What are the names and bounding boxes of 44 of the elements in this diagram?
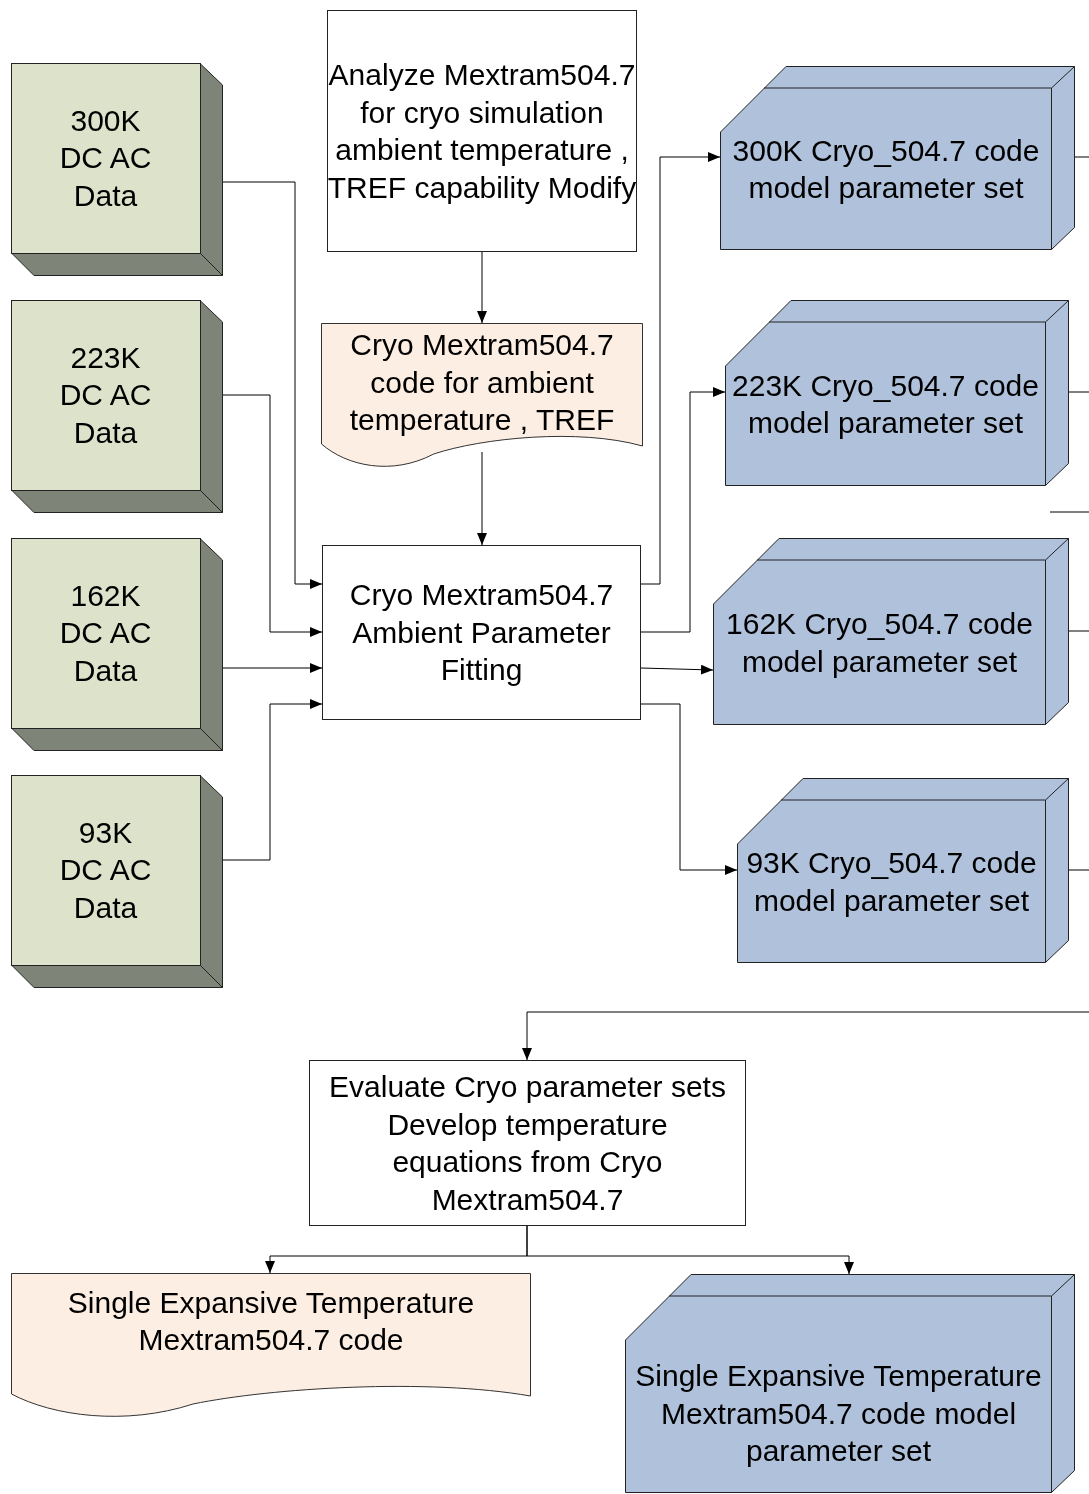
node-label: 223K DC AC Data bbox=[58, 339, 153, 451]
parameter-set-block bbox=[737, 778, 1069, 963]
connector-line bbox=[1074, 156, 1089, 158]
document-shape bbox=[321, 323, 643, 468]
node-label: Cryo Mextram504.7 code for ambient temperature , TREF bbox=[348, 327, 616, 439]
arrow bbox=[222, 394, 323, 637]
data-block-drawing bbox=[11, 63, 223, 276]
node-label: 300K Cryo_504.7 code model parameter set bbox=[731, 132, 1041, 206]
arrow bbox=[640, 703, 738, 875]
connector-line bbox=[1068, 391, 1089, 393]
arrow bbox=[640, 664, 714, 675]
arrow bbox=[640, 152, 721, 585]
node-label: 162K DC AC Data bbox=[58, 577, 153, 689]
node-label: 223K Cryo_504.7 code model parameter set bbox=[731, 367, 1040, 441]
node-label: 300K DC AC Data bbox=[58, 102, 153, 214]
arrow bbox=[526, 1225, 854, 1275]
arrow bbox=[522, 1011, 1089, 1061]
node-label: Cryo Mextram504.7 Ambient Parameter Fitting bbox=[348, 577, 615, 689]
node-label: Evaluate Cryo parameter sets Develop temperature equations from Cryo Mextram504.7 bbox=[328, 1069, 727, 1218]
parameter-set-block bbox=[713, 538, 1069, 725]
data-block-drawing bbox=[11, 300, 223, 513]
arrow bbox=[222, 181, 323, 589]
arrow bbox=[222, 699, 323, 861]
process-box bbox=[309, 1060, 746, 1226]
node-label: 93K DC AC Data bbox=[58, 814, 153, 926]
data-block-drawing bbox=[11, 538, 223, 751]
node-label: 162K Cryo_504.7 code model parameter set bbox=[725, 606, 1034, 680]
parameter-set-block bbox=[625, 1274, 1075, 1493]
process-box bbox=[327, 10, 637, 252]
arrow bbox=[640, 387, 726, 633]
node-label: Single Expansive Temperature Mextram504.7 code model parameter set bbox=[634, 1358, 1043, 1470]
node-label: 93K Cryo_504.7 code model parameter set bbox=[745, 845, 1038, 919]
parameter-set-block bbox=[725, 300, 1069, 486]
process-box bbox=[322, 545, 641, 720]
arrow bbox=[477, 251, 487, 324]
connector-line bbox=[1068, 630, 1089, 632]
document-shape bbox=[11, 1273, 531, 1418]
data-block-drawing bbox=[11, 775, 223, 988]
arrow bbox=[222, 663, 323, 673]
node-label: Single Expansive Temperature Mextram504.7 code bbox=[66, 1284, 476, 1358]
connector-line bbox=[1068, 869, 1089, 871]
node-label: Analyze Mextram504.7 for cryo simulation ambient temperature , TREF capability Modify bbox=[327, 57, 637, 206]
parameter-set-block bbox=[720, 66, 1075, 250]
arrow bbox=[477, 451, 487, 546]
